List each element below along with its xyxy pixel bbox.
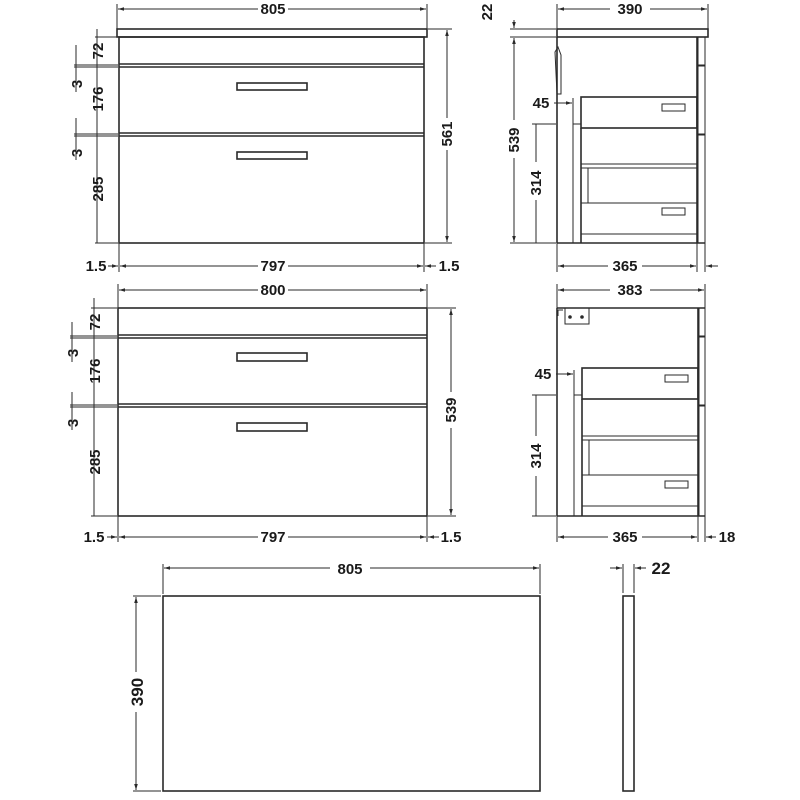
upper-drawer xyxy=(580,96,698,129)
dim-top-rail: 72 xyxy=(87,314,104,331)
dim-gap-2: 3 xyxy=(69,149,86,157)
dim-overall-width: 800 xyxy=(260,282,285,299)
dim-drawer-2: 285 xyxy=(90,176,107,201)
wall-bracket xyxy=(564,307,590,325)
dim-worktop-width: 805 xyxy=(337,561,362,578)
worktop-side xyxy=(556,28,709,38)
dim-gap-2: 3 xyxy=(65,419,82,427)
dim-overall-width: 805 xyxy=(260,1,285,18)
dim-overall-depth: 383 xyxy=(617,282,642,299)
dim-carcass-depth: 365 xyxy=(612,258,637,275)
drawer-handle xyxy=(236,422,308,432)
drawer-handle xyxy=(661,103,686,112)
dim-drawer-2: 285 xyxy=(87,449,104,474)
carcass-outline xyxy=(118,36,425,244)
dim-top-thickness: 22 xyxy=(479,4,496,21)
dim-side-offset-right: 1.5 xyxy=(439,258,460,275)
drawer-handle xyxy=(664,480,689,489)
dim-drawer-1: 176 xyxy=(87,358,104,383)
dim-lower-height: 314 xyxy=(528,170,545,196)
dim-worktop-thickness: 22 xyxy=(652,559,671,578)
front-view-no-top: 800 539 72 3 176 3 285 797 1.5 1.5 xyxy=(65,282,461,546)
dim-worktop-depth: 390 xyxy=(128,678,147,706)
dim-carcass-width: 797 xyxy=(260,258,285,275)
drawer-handle xyxy=(661,207,686,216)
dim-drawer-1: 176 xyxy=(90,86,107,111)
front-view-with-top: 805 561 72 3 176 3 285 797 1.5 1.5 xyxy=(69,1,459,275)
drawer-handle xyxy=(236,82,308,91)
worktop-plan-view: 805 390 22 xyxy=(128,559,671,792)
dim-front-thickness: 18 xyxy=(719,529,736,546)
dim-carcass-depth: 365 xyxy=(612,529,637,546)
dim-overall-height: 539 xyxy=(443,397,460,422)
dim-height: 539 xyxy=(506,127,523,152)
drawer-handle xyxy=(664,374,689,383)
dim-side-offset-left: 1.5 xyxy=(84,529,105,546)
side-view-no-top: 383 45 314 365 18 xyxy=(528,282,735,546)
drawer-handle xyxy=(236,352,308,362)
upper-drawer xyxy=(581,367,699,400)
worktop-edge xyxy=(622,595,635,792)
dim-overall-depth: 390 xyxy=(617,1,642,18)
dim-side-offset-left: 1.5 xyxy=(86,258,107,275)
dim-side-offset-right: 1.5 xyxy=(441,529,462,546)
dim-gap-1: 3 xyxy=(69,80,86,88)
drawer-handle xyxy=(236,151,308,160)
dim-gap-1: 3 xyxy=(65,349,82,357)
dim-drawer-setback: 45 xyxy=(535,366,552,383)
dim-overall-height: 561 xyxy=(439,121,456,146)
wall-bracket xyxy=(554,45,562,95)
side-view-with-top: 390 22 539 45 314 365 xyxy=(479,1,718,275)
worktop-slab xyxy=(116,28,428,38)
dim-drawer-setback: 45 xyxy=(533,95,550,112)
dim-top-rail: 72 xyxy=(90,43,107,60)
carcass-outline xyxy=(117,307,428,517)
dim-carcass-width: 797 xyxy=(260,529,285,546)
dim-lower-height: 314 xyxy=(528,443,545,469)
worktop-plan xyxy=(162,595,541,792)
